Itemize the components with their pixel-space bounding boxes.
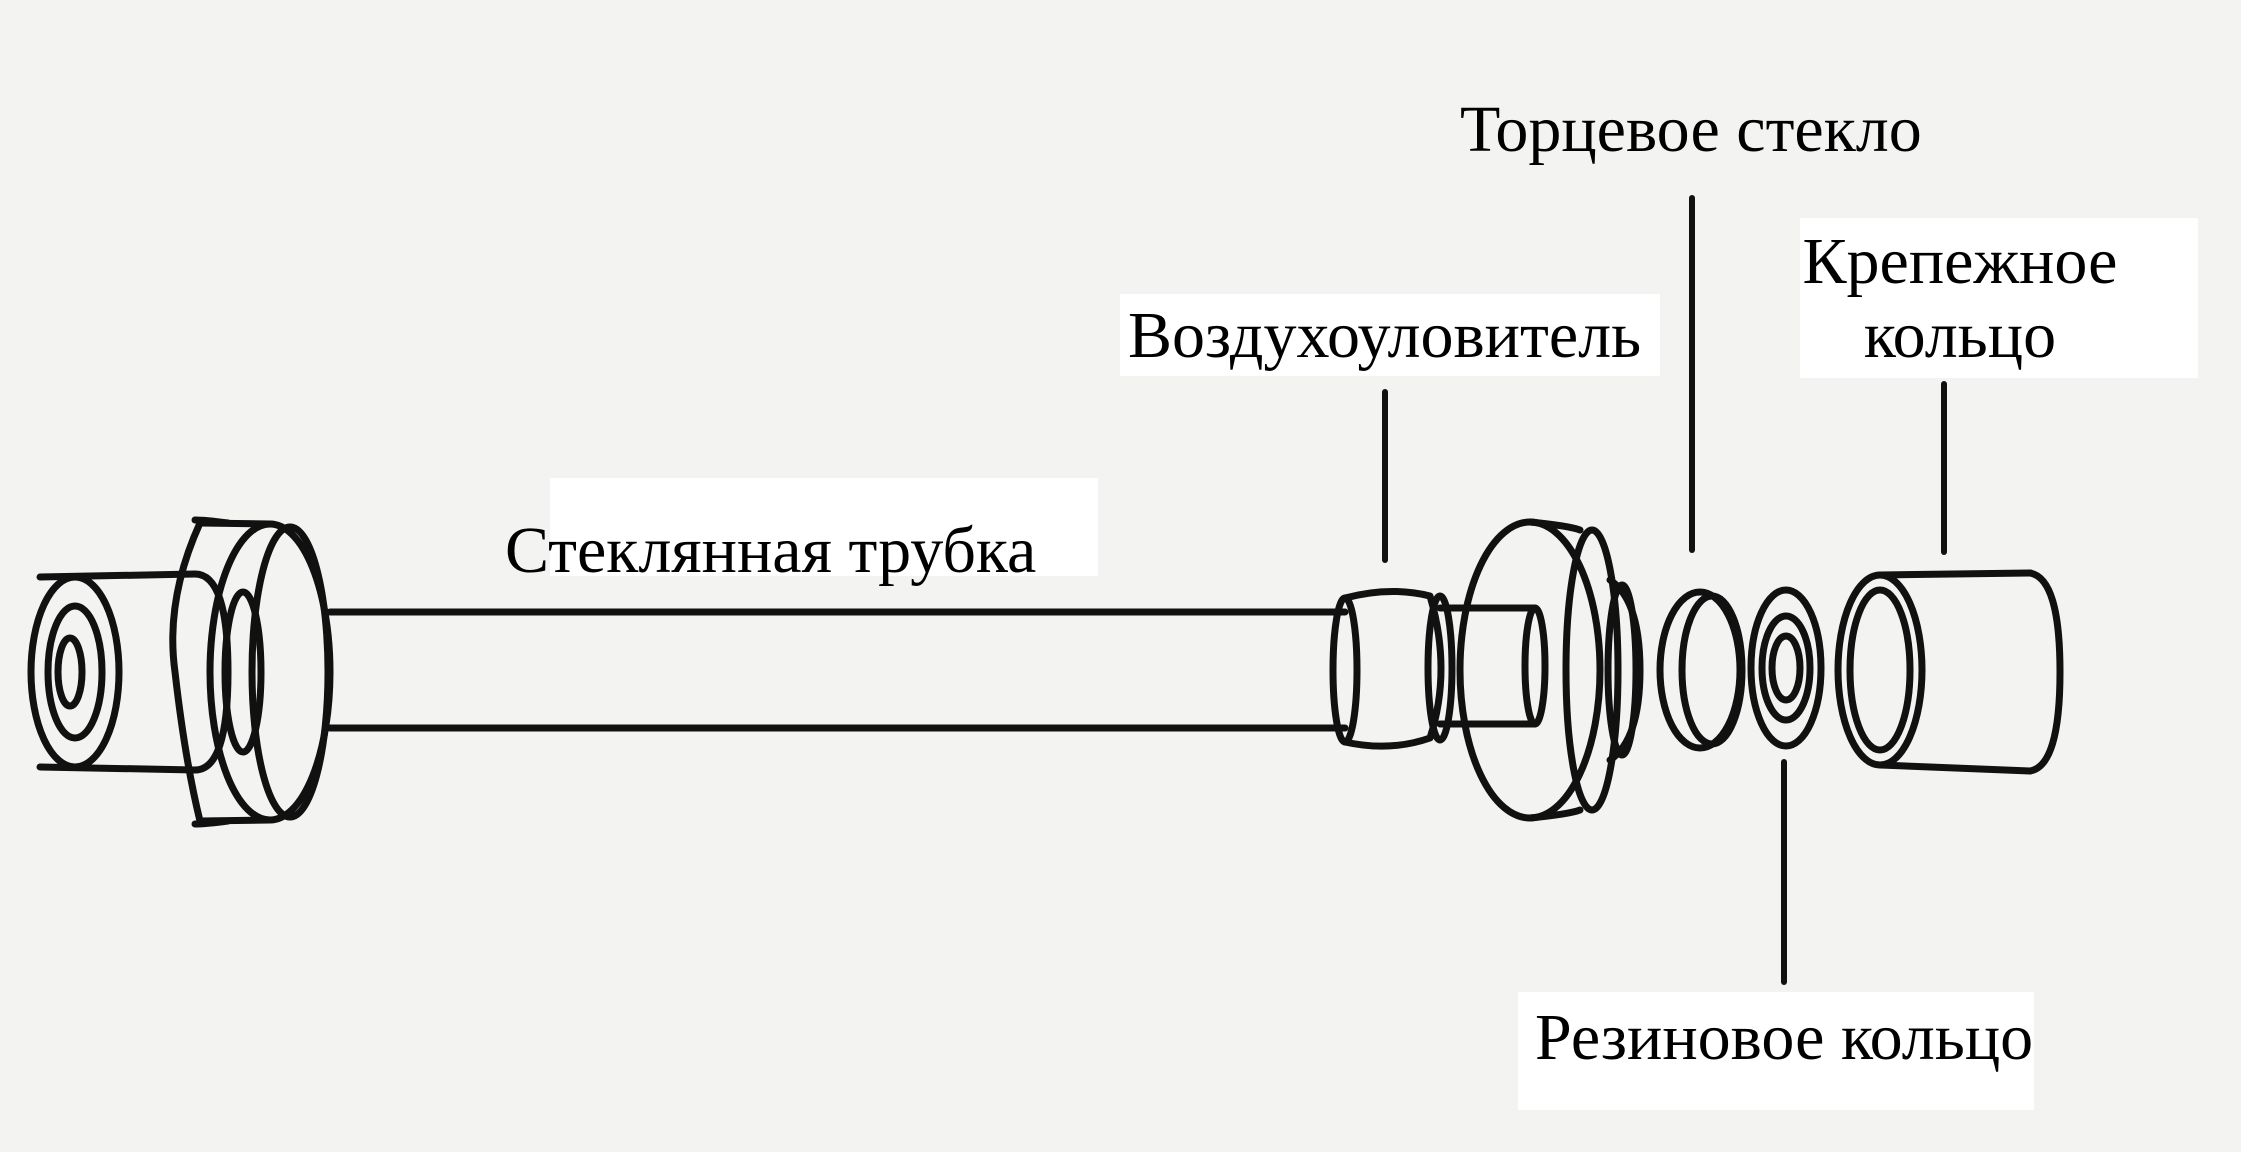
right-flange [1456,518,1644,822]
end-glass-label: Торцевое стекло [1460,93,1922,166]
mounting-ring-label-line2: кольцо [1863,299,2057,372]
rubber-ring-label-bg [1518,992,2034,1110]
mounting-ring-label-bg [1800,218,2198,378]
air-trap-part [1329,588,1549,750]
glass-tube [326,608,1349,732]
left-end-cap [27,516,334,828]
rubber-ring-label: Резиновое кольцо [1535,1001,2034,1074]
glass-tube-label-bg [550,478,1098,576]
mounting-ring-part [1834,569,2064,775]
end-glass-part [1656,588,1746,752]
air-trap-label: Воздухоуловитель [1128,299,1642,372]
glass-tube-label: Стеклянная трубка [505,514,1037,587]
mounting-ring-label-line1: Крепежное [1802,225,2118,298]
leader-lines [1382,195,1947,985]
air-trap-label-bg [1120,294,1660,376]
rubber-ring-part [1747,586,1825,750]
